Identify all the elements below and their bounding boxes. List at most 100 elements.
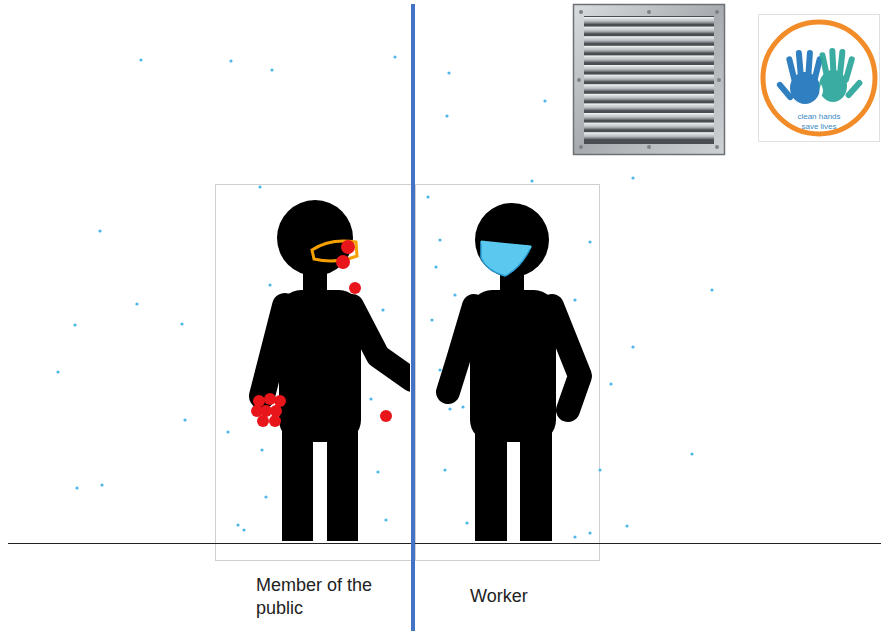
aerosol-dot xyxy=(98,229,101,232)
aerosol-dot xyxy=(100,483,103,486)
aerosol-dot xyxy=(631,176,634,179)
aerosol-dot xyxy=(461,405,464,408)
mask-strap xyxy=(481,242,531,247)
label-holder: clean hands save lives xyxy=(789,112,849,133)
aerosol-dot xyxy=(609,382,612,385)
aerosol-dots xyxy=(56,55,713,538)
face-mask xyxy=(481,242,531,276)
logo-slogan: clean hands save lives xyxy=(789,112,849,133)
droplet xyxy=(349,282,361,294)
thumb xyxy=(844,79,863,99)
head xyxy=(277,200,353,276)
screw xyxy=(715,145,719,149)
aerosol-dot xyxy=(453,293,456,296)
vent-grille xyxy=(574,5,725,155)
aerosol-dot xyxy=(598,468,601,471)
aerosol-dot xyxy=(135,302,138,305)
divider-screen xyxy=(411,4,415,631)
vent-slat xyxy=(584,103,714,110)
person-figure xyxy=(262,200,410,541)
screw xyxy=(715,10,719,14)
arm xyxy=(552,306,580,410)
aerosol-dot xyxy=(229,59,232,62)
droplet xyxy=(264,393,276,405)
label-holder: Worker xyxy=(470,585,550,608)
aerosol-dot xyxy=(73,323,76,326)
aerosol-dot xyxy=(434,265,437,268)
aerosol-dot xyxy=(75,486,78,489)
face-mask-outline xyxy=(312,241,357,261)
vent-slat xyxy=(584,17,714,24)
thumb xyxy=(776,81,795,102)
aerosol-dot xyxy=(690,452,693,455)
ground-line xyxy=(8,543,881,544)
aerosol-dot xyxy=(543,99,546,102)
arm xyxy=(262,306,285,396)
logo-ring xyxy=(763,22,875,134)
aerosol-dot xyxy=(443,468,446,471)
aerosol-dot xyxy=(180,322,183,325)
aerosol-dot xyxy=(236,523,239,526)
droplet xyxy=(253,395,265,407)
aerosol-dot xyxy=(260,448,263,451)
aerosol-dot xyxy=(573,298,576,301)
aerosol-dot xyxy=(139,58,142,61)
aerosol-dot xyxy=(625,524,628,527)
label-holder: Member of the public xyxy=(256,574,374,621)
aerosol-dot xyxy=(393,55,396,58)
droplets xyxy=(251,240,392,427)
person-caption: Worker xyxy=(470,585,550,608)
aerosol-dot xyxy=(369,397,372,400)
logo-frame xyxy=(759,15,880,142)
blue-hand xyxy=(776,50,824,104)
head xyxy=(475,203,549,277)
aerosol-dot xyxy=(270,68,273,71)
droplet xyxy=(336,255,350,269)
vent-slat xyxy=(584,27,714,34)
leg xyxy=(520,425,552,541)
vent-slat xyxy=(584,123,714,130)
aerosol-dot xyxy=(438,368,441,371)
aerosol-dot xyxy=(426,195,429,198)
droplet xyxy=(380,410,392,422)
aerosol-dot xyxy=(242,528,245,531)
screw xyxy=(717,78,721,82)
vent-slat xyxy=(584,36,714,43)
person-caption: Member of the public xyxy=(256,574,374,621)
droplet xyxy=(341,240,355,254)
vent-slat xyxy=(584,94,714,101)
aerosol-dot xyxy=(268,283,271,286)
aerosol-dot xyxy=(710,288,713,291)
vent-slat xyxy=(584,75,714,82)
vent-slat xyxy=(584,113,714,120)
aerosol-dot xyxy=(183,418,186,421)
aerosol-dot xyxy=(226,430,229,433)
aerosol-dot xyxy=(448,407,451,410)
screw xyxy=(647,10,651,14)
aerosol-dot xyxy=(438,238,441,241)
finger xyxy=(842,56,855,84)
screw xyxy=(577,78,581,82)
aerosol-dot xyxy=(381,308,384,311)
leg xyxy=(282,425,313,541)
arm xyxy=(448,306,474,392)
finger xyxy=(805,50,813,82)
aerosol-dot xyxy=(264,495,267,498)
aerosol-dot xyxy=(465,521,468,524)
aerosol-dot xyxy=(384,518,387,521)
finger xyxy=(796,50,805,82)
aerosol-dot xyxy=(56,370,59,373)
droplet xyxy=(269,415,281,427)
finger xyxy=(786,56,799,85)
aerosol-dot xyxy=(588,240,591,243)
vent-slat xyxy=(584,132,714,139)
vent-opening xyxy=(584,16,714,144)
aerosol-dot xyxy=(573,535,576,538)
leg xyxy=(327,425,358,541)
aerosol-dot xyxy=(445,114,448,117)
screw xyxy=(647,145,651,149)
finger xyxy=(819,52,831,83)
aerosol-dot xyxy=(530,179,533,182)
